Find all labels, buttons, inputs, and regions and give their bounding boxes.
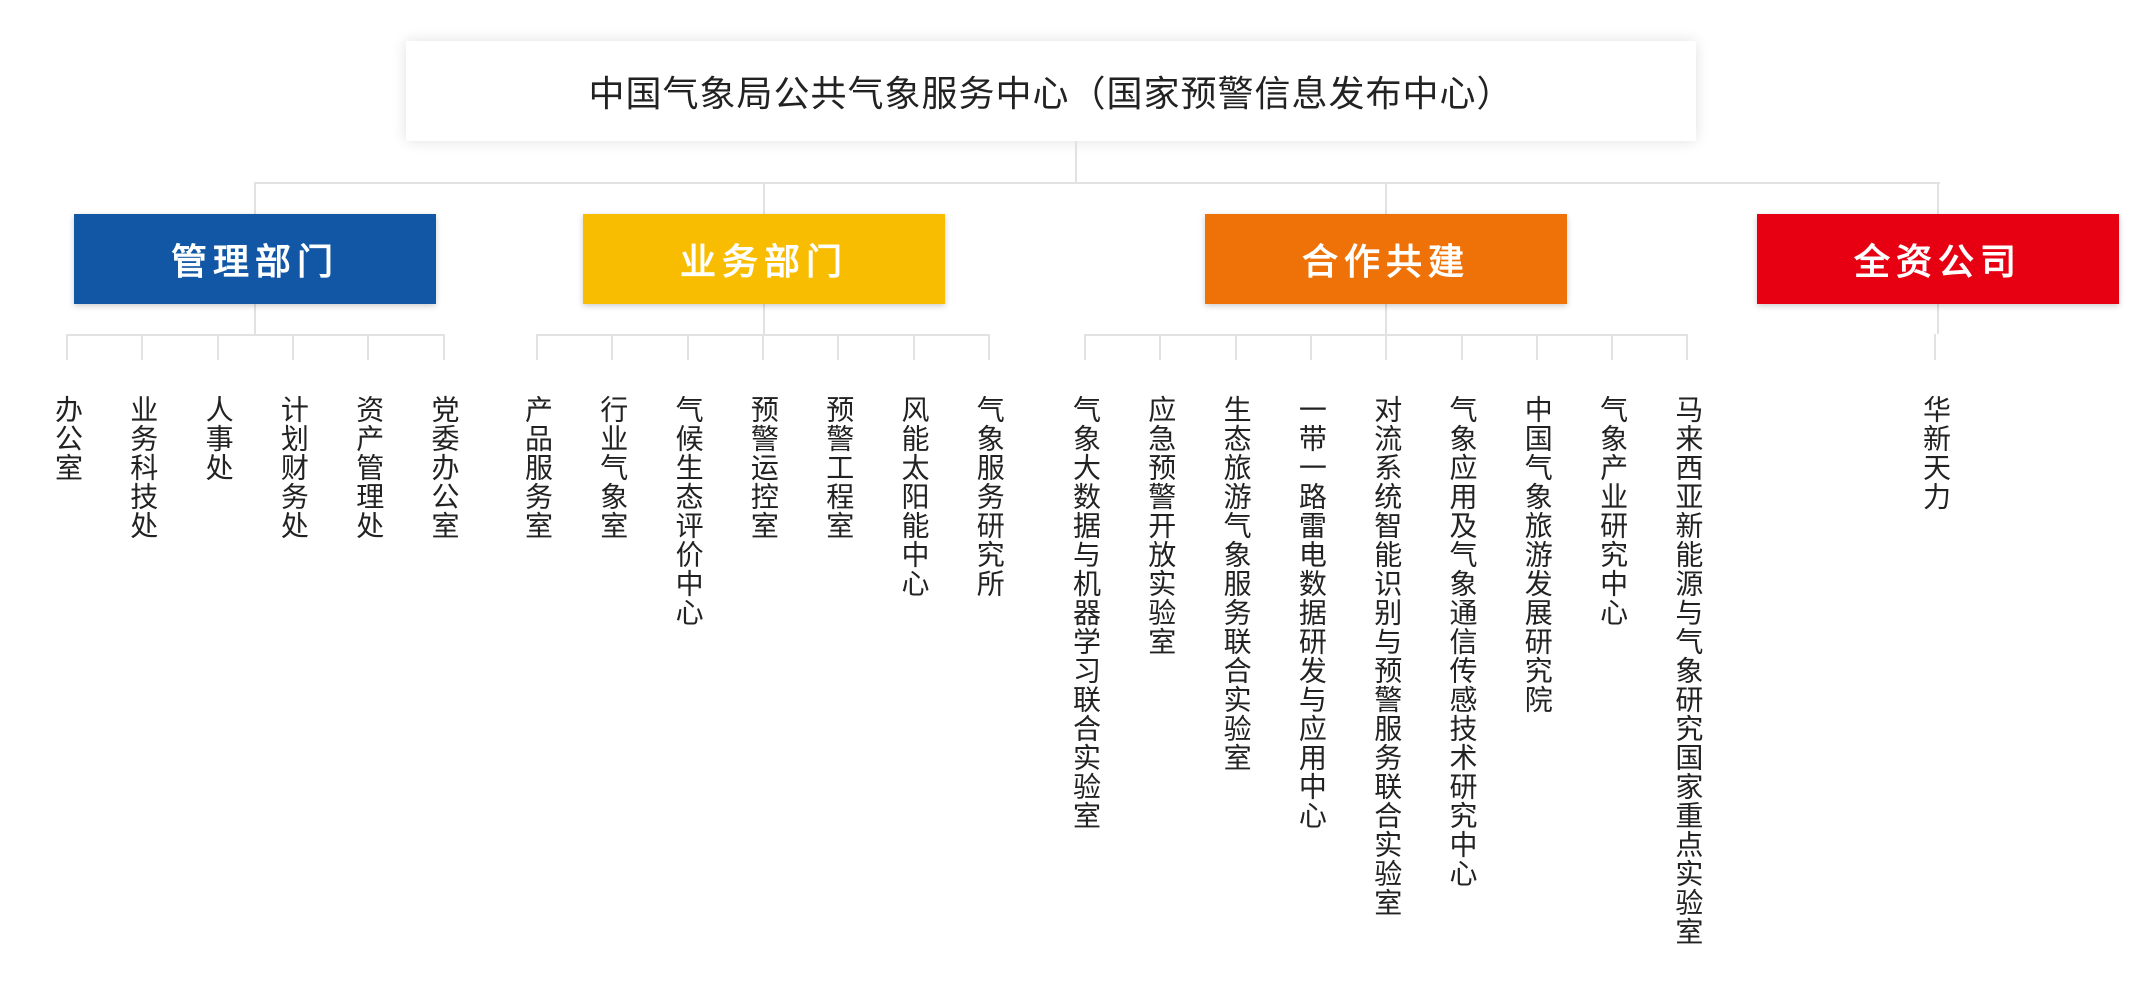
leaf-connector [1460, 334, 1463, 360]
department-label: 管理部门 [170, 242, 339, 283]
dept-connector [1937, 182, 1939, 214]
department-label: 业务部门 [679, 242, 848, 283]
sub-unit-label: 一带一路雷电数据研发与应用中心 [1294, 395, 1328, 830]
leaf-connector [1934, 334, 1936, 360]
root-node: 中国气象局公共气象服务中心（国家预警信息发布中心） [406, 41, 1696, 141]
department-box: 合作共建 [1205, 214, 1567, 304]
dept-down-connector [1937, 304, 1939, 334]
sub-unit-label: 行业气象室 [596, 395, 630, 540]
leaf-connector [1611, 334, 1614, 360]
leaf-connector [367, 334, 370, 360]
department-box: 业务部门 [583, 214, 945, 304]
leaf-connector [987, 334, 990, 360]
leaf-connector [761, 334, 764, 360]
sub-unit-label: 生态旅游气象服务联合实验室 [1219, 395, 1253, 772]
sub-unit-label: 对流系统智能识别与预警服务联合实验室 [1370, 395, 1404, 917]
sub-unit-label: 气候生态评价中心 [671, 395, 705, 627]
leaf-connector [141, 334, 144, 360]
leaf-connector [1309, 334, 1312, 360]
sub-unit-label: 办公室 [51, 395, 84, 482]
sub-unit-label: 气象产业研究中心 [1596, 395, 1630, 627]
dept-connector [254, 182, 256, 214]
trunk-line [255, 182, 1940, 184]
root-title: 中国气象局公共气象服务中心（国家预警信息发布中心） [588, 74, 1514, 115]
leaf-connector [216, 334, 219, 360]
dept-down-connector [254, 304, 256, 334]
sub-unit-label: 气象大数据与机器学习联合实验室 [1069, 395, 1102, 830]
branch-line [66, 334, 445, 336]
department-box: 全资公司 [1757, 214, 2119, 304]
leaf-connector [291, 334, 294, 360]
sub-unit-label: 中国气象旅游发展研究院 [1520, 395, 1554, 714]
department-label: 全资公司 [1853, 242, 2022, 283]
leaf-connector [686, 334, 689, 360]
sub-unit-label: 气象应用及气象通信传感技术研究中心 [1445, 395, 1479, 888]
leaf-connector [912, 334, 915, 360]
sub-unit-label: 人事处 [201, 395, 235, 482]
sub-unit-label: 业务科技处 [126, 395, 160, 540]
sub-unit-label: 预警工程室 [822, 395, 856, 540]
leaf-connector [1084, 334, 1086, 360]
sub-unit-label: 产品服务室 [521, 395, 554, 540]
department-label: 合作共建 [1301, 242, 1470, 283]
leaf-connector [837, 334, 840, 360]
leaf-connector [1686, 334, 1689, 360]
leaf-connector [66, 334, 68, 360]
dept-connector [1385, 182, 1387, 214]
sub-unit-label: 预警运控室 [746, 395, 780, 540]
sub-unit-label: 华新天力 [1919, 395, 1952, 511]
sub-unit-label: 气象服务研究所 [972, 395, 1006, 598]
sub-unit-label: 应急预警开放实验室 [1144, 395, 1178, 656]
sub-unit-label: 资产管理处 [352, 395, 386, 540]
leaf-connector [536, 334, 538, 360]
dept-down-connector [1385, 304, 1387, 334]
leaf-connector [1385, 334, 1388, 360]
dept-connector [763, 182, 765, 214]
sub-unit-label: 马来西亚新能源与气象研究国家重点实验室 [1671, 395, 1705, 946]
sub-unit-label: 党委办公室 [427, 395, 461, 540]
department-box: 管理部门 [74, 214, 436, 304]
leaf-connector [442, 334, 445, 360]
sub-unit-label: 风能太阳能中心 [897, 395, 931, 598]
dept-down-connector [763, 304, 765, 334]
sub-unit-label: 计划财务处 [276, 395, 310, 540]
leaf-connector [611, 334, 614, 360]
leaf-connector [1159, 334, 1162, 360]
root-connector [1075, 141, 1077, 182]
leaf-connector [1535, 334, 1538, 360]
leaf-connector [1234, 334, 1237, 360]
